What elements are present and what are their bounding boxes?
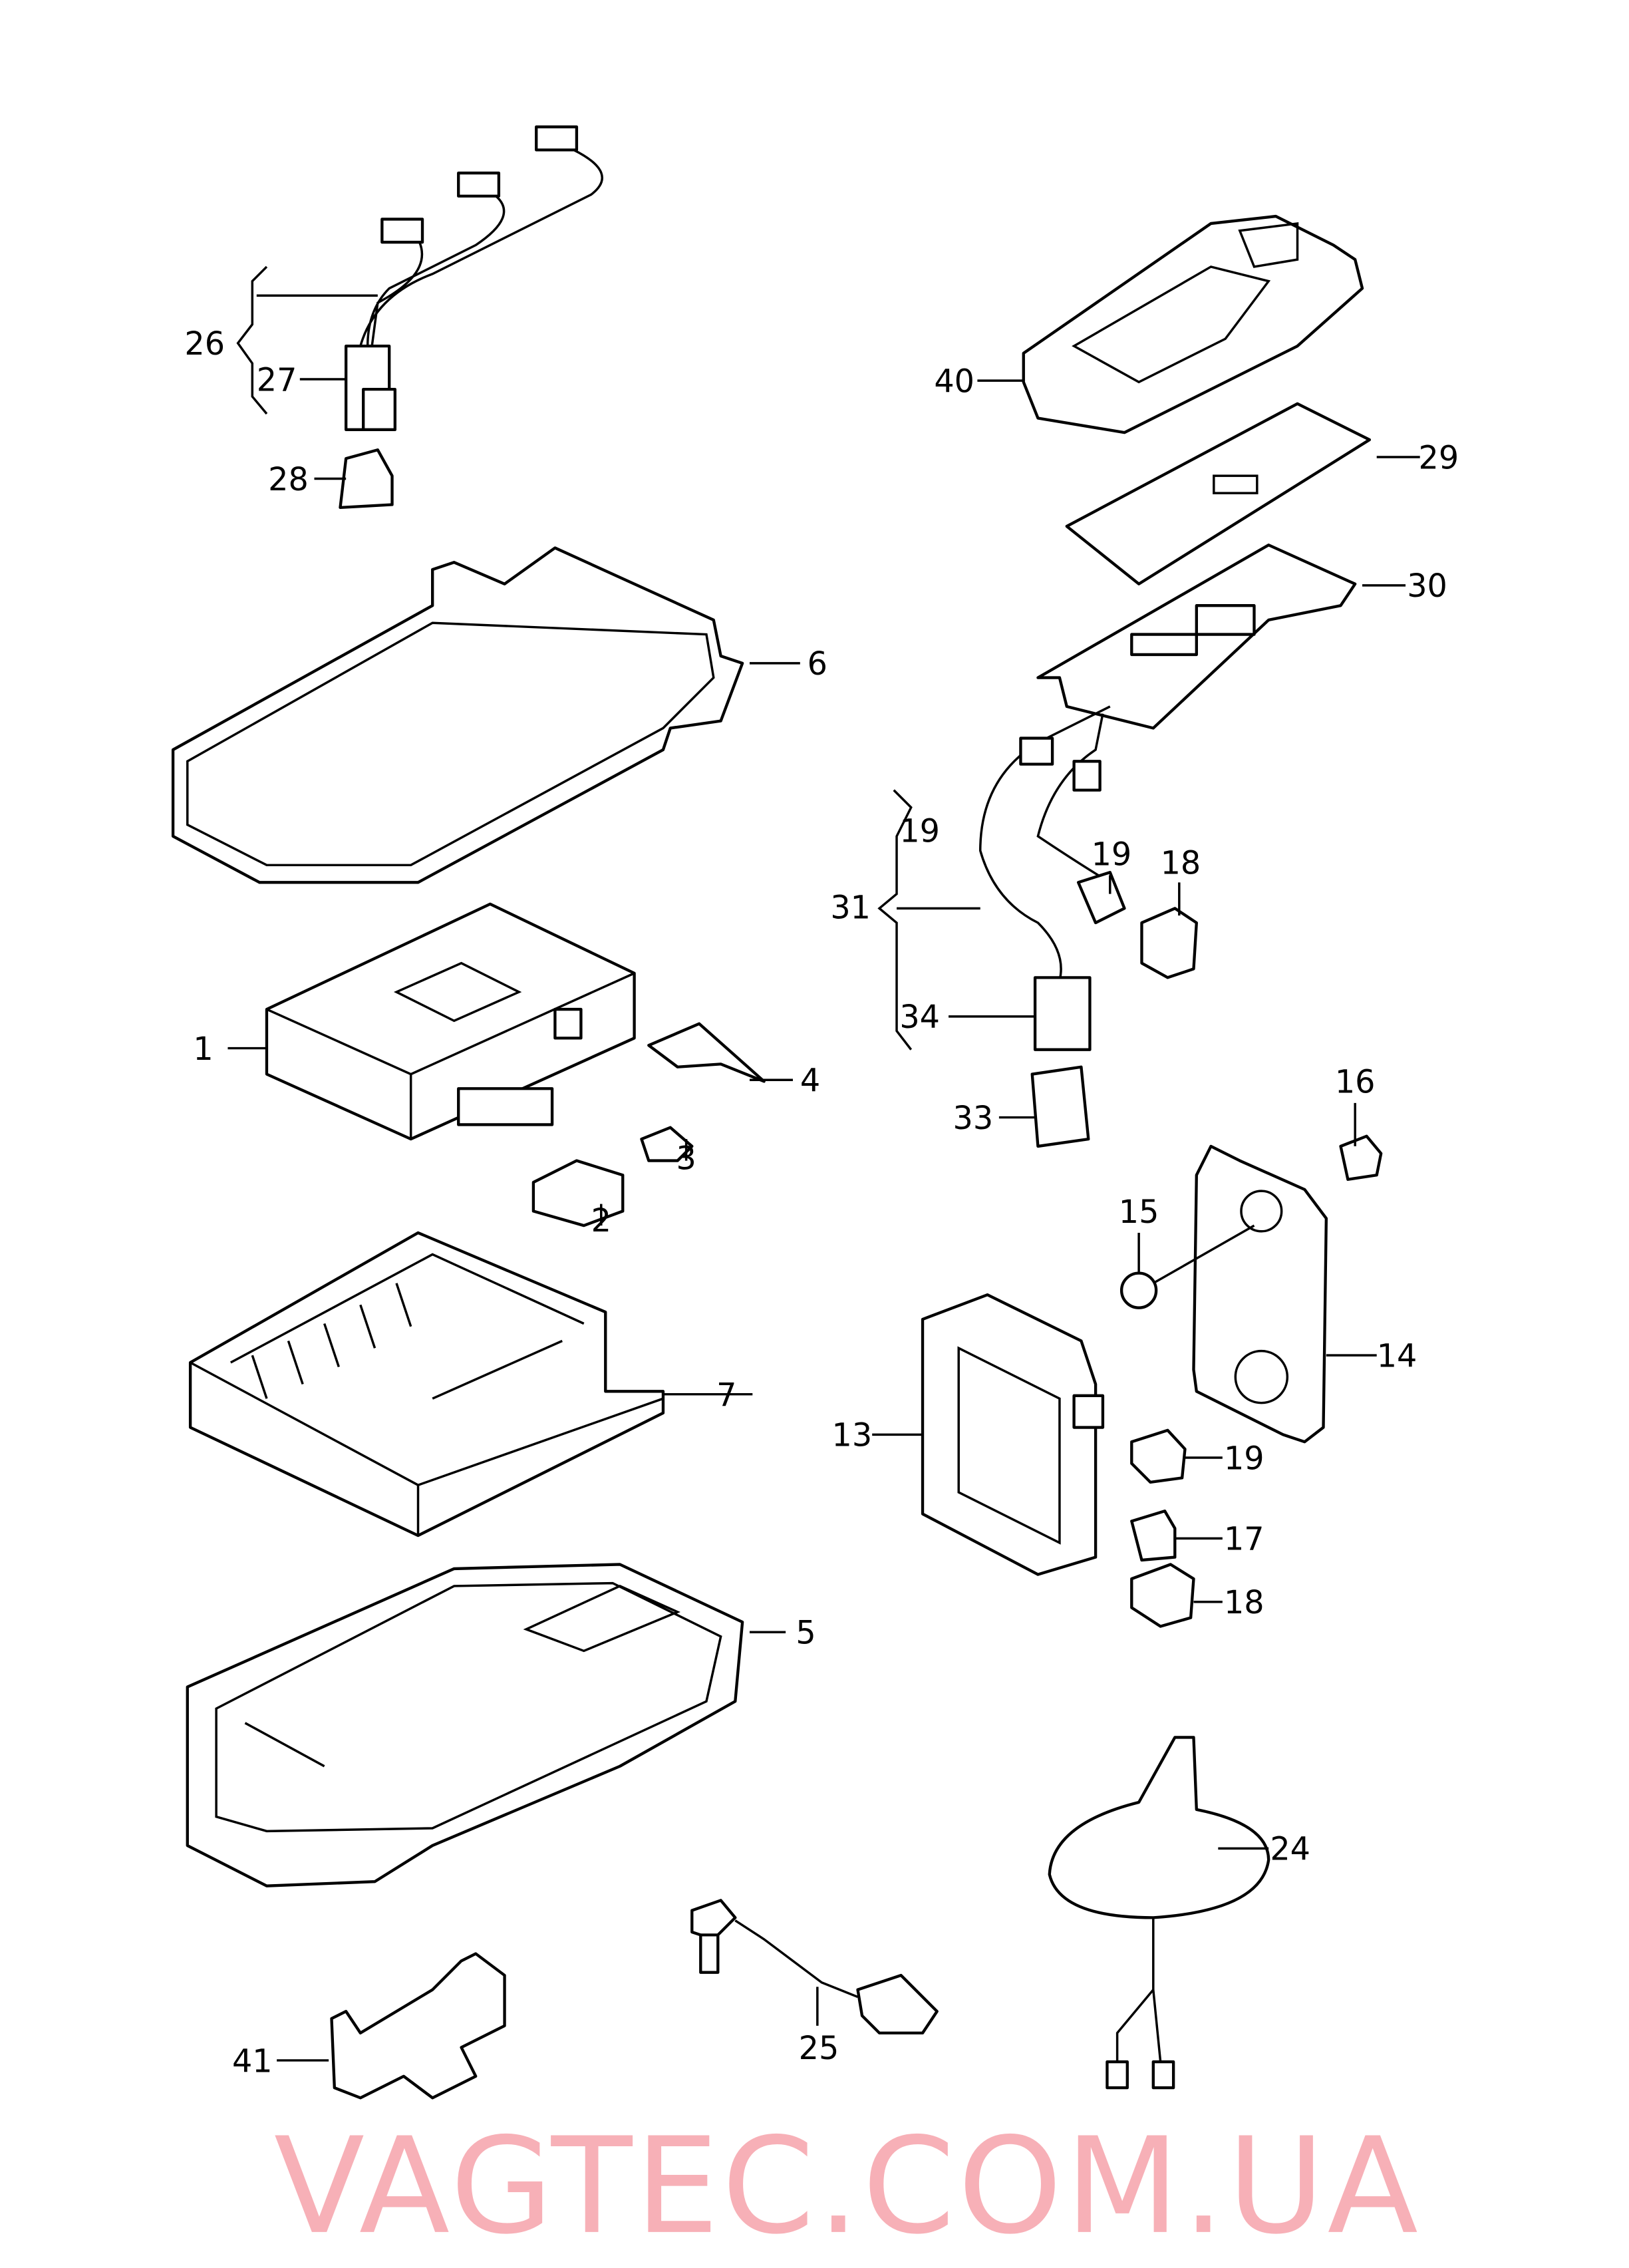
callout-33: 33 — [953, 1100, 994, 1137]
callout-2: 2 — [591, 1203, 611, 1239]
callout-13: 13 — [832, 1418, 873, 1454]
module-part-13[interactable] — [921, 1293, 1105, 1576]
callout-30: 30 — [1407, 568, 1447, 605]
connector-part-18-upper[interactable] — [1140, 907, 1198, 979]
circuit-board-part-30[interactable] — [1036, 544, 1357, 730]
callout-18-upper: 18 — [1161, 845, 1201, 882]
callout-17: 17 — [1224, 1522, 1264, 1558]
callout-26: 26 — [184, 326, 225, 363]
cradle-cover-part-40[interactable] — [1022, 214, 1364, 434]
callout-6: 6 — [808, 646, 827, 683]
cable-set-part-31[interactable] — [978, 705, 1126, 1051]
bracket-part-41[interactable] — [330, 1952, 506, 2100]
callout-14: 14 — [1377, 1339, 1417, 1375]
callout-16: 16 — [1335, 1064, 1376, 1101]
callout-5: 5 — [796, 1615, 815, 1652]
connector-part-18-lower[interactable] — [1130, 1563, 1195, 1628]
cover-part-6[interactable] — [171, 546, 744, 884]
callout-4: 4 — [800, 1063, 820, 1100]
watermark: VAGTEC.COM.UA — [274, 2110, 1421, 2264]
screw-part-15[interactable] — [1119, 1224, 1255, 1309]
callout-25: 25 — [799, 2030, 839, 2067]
callout-31: 31 — [830, 890, 871, 927]
callout-18-lower: 18 — [1224, 1585, 1264, 1621]
frame-part-5[interactable] — [186, 1563, 744, 1887]
callout-19-cable: 19 — [899, 814, 940, 850]
bracket-part-14[interactable] — [1192, 1144, 1328, 1444]
wiring-harness-part-26[interactable] — [344, 125, 603, 431]
callout-7: 7 — [716, 1377, 736, 1414]
control-unit-part-1[interactable] — [265, 902, 636, 1141]
adhesive-tape-part-4[interactable] — [647, 1022, 766, 1083]
leader-lines — [227, 265, 1420, 2062]
callout-labels: 26 27 28 40 29 30 6 19 31 19 18 34 1 4 3… — [184, 326, 1459, 2080]
connector-housing-part-28[interactable] — [339, 448, 394, 510]
plate-part-29[interactable] — [1065, 402, 1372, 585]
callout-29: 29 — [1419, 440, 1459, 476]
callout-19-upper: 19 — [1092, 836, 1132, 873]
connector-part-17[interactable] — [1130, 1510, 1177, 1562]
callout-28: 28 — [268, 462, 309, 498]
callout-27: 27 — [257, 362, 297, 399]
holder-part-7[interactable] — [188, 1231, 665, 1538]
clip-part-16[interactable] — [1339, 1134, 1383, 1181]
callout-24: 24 — [1270, 1832, 1310, 1868]
antenna-cable-part-25[interactable] — [690, 1899, 939, 2034]
connector-part-33[interactable] — [1030, 1065, 1090, 1148]
callout-41: 41 — [232, 2043, 273, 2080]
callout-19-lower: 19 — [1224, 1440, 1264, 1477]
connector-part-19-lower[interactable] — [1130, 1428, 1187, 1484]
callout-3: 3 — [676, 1141, 696, 1178]
callout-40: 40 — [934, 363, 974, 400]
connector-part-3[interactable] — [640, 1126, 694, 1162]
callout-15: 15 — [1119, 1194, 1159, 1231]
roof-antenna-part-24[interactable] — [1048, 1736, 1270, 2090]
callout-1: 1 — [193, 1031, 213, 1068]
callout-34: 34 — [899, 999, 940, 1036]
